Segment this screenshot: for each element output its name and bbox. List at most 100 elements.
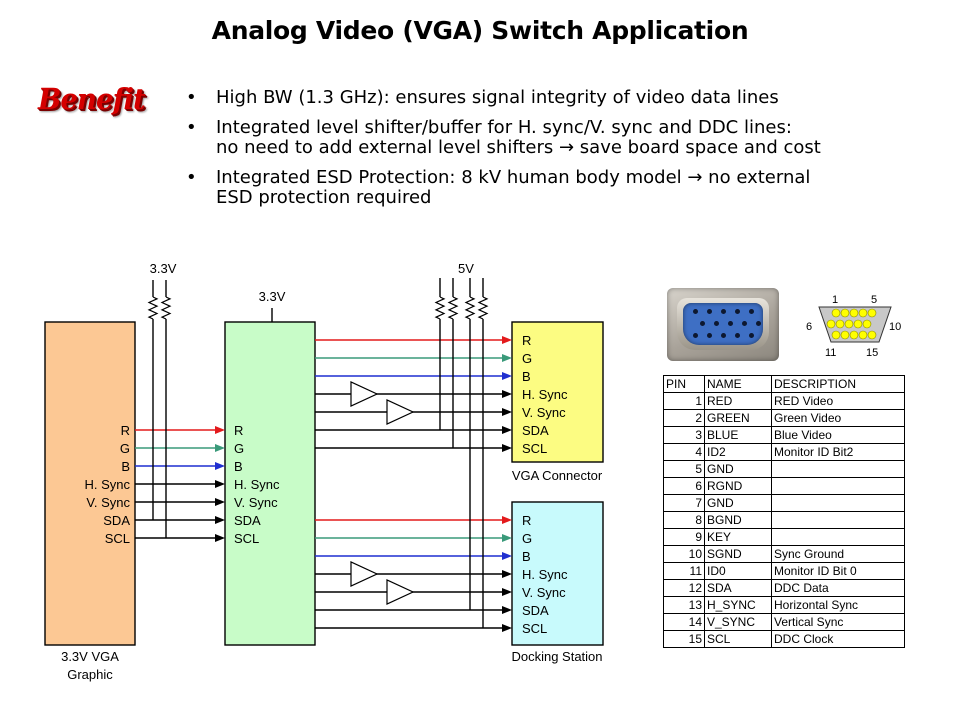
cell-name: GREEN (704, 409, 772, 427)
docking-station-label: Docking Station (511, 649, 602, 664)
connector-hole (707, 333, 712, 338)
cell-pin: 4 (663, 443, 705, 461)
cell-pin: 11 (663, 562, 705, 580)
bullet-text: Integrated ESD Protection: 8 kV human bo… (216, 167, 811, 188)
arrowhead-icon (215, 480, 225, 488)
cell-name: ID0 (704, 562, 772, 580)
benefit-list: • High BW (1.3 GHz): ensures signal inte… (186, 88, 946, 218)
cell-pin: 14 (663, 613, 705, 631)
cell-description (771, 494, 905, 512)
pin-label-11: 11 (825, 347, 836, 359)
resistor-icon (447, 296, 459, 320)
graphic-box-label: Graphic (67, 667, 113, 682)
graphic-signal-label: H. Sync (84, 477, 130, 492)
connector-pin (840, 330, 850, 340)
cell-description: DDC Data (771, 579, 905, 597)
vga-connector-box (511, 321, 604, 463)
buffer-triangle-icon (350, 561, 379, 587)
connector-pin (862, 319, 872, 329)
arrowhead-icon (502, 390, 512, 398)
dock-signal-label: SCL (522, 621, 547, 636)
switch-input-label: G (234, 441, 244, 456)
cell-name: BGND (704, 511, 772, 529)
connector-pin (858, 330, 868, 340)
switch-input-label: V. Sync (234, 495, 278, 510)
dock-signal-label: R (522, 513, 531, 528)
dock-signal-label: V. Sync (522, 585, 566, 600)
cell-name: V_SYNC (704, 613, 772, 631)
connector-hole (707, 309, 712, 314)
cell-name: ID2 (704, 443, 772, 461)
connector-hole (735, 333, 740, 338)
graphic-signal-label: SCL (105, 531, 130, 546)
switch-input-label: H. Sync (234, 477, 280, 492)
cell-name: RGND (704, 477, 772, 495)
arrowhead-icon (215, 498, 225, 506)
connector-hole (728, 321, 733, 326)
cell-name: SGND (704, 545, 772, 563)
buffer-triangle-icon (386, 399, 415, 425)
arrowhead-icon (215, 516, 225, 524)
cell-pin: 3 (663, 426, 705, 444)
bullet-item: • High BW (1.3 GHz): ensures signal inte… (186, 88, 946, 108)
bullet-text: Integrated level shifter/buffer for H. s… (216, 117, 792, 138)
switch-input-label: B (234, 459, 243, 474)
cell-pin: 10 (663, 545, 705, 563)
column-header-description: DESCRIPTION (771, 375, 905, 393)
connector-shell (677, 298, 769, 350)
connector-pins (826, 308, 877, 340)
switch-input-label: R (234, 423, 243, 438)
cell-description (771, 460, 905, 478)
graphic-box-label: 3.3V VGA (61, 649, 119, 664)
vga-signal-label: B (522, 369, 531, 384)
arrowhead-icon (502, 588, 512, 596)
graphic-signal-label: V. Sync (86, 495, 130, 510)
graphic-signal-label: SDA (103, 513, 130, 528)
column-header-name: NAME (704, 375, 772, 393)
bullet-icon: • (186, 167, 197, 188)
resistor-icon (160, 296, 172, 320)
cell-description: Sync Ground (771, 545, 905, 563)
cell-description: RED Video (771, 392, 905, 410)
cell-name: SDA (704, 579, 772, 597)
arrowhead-icon (502, 516, 512, 524)
vga-signal-label: H. Sync (522, 387, 568, 402)
connector-hole (700, 321, 705, 326)
connector-hole (756, 321, 761, 326)
buffer-triangle-icon (350, 381, 379, 407)
vga-connector-label: VGA Connector (512, 468, 603, 483)
resistor-icon (434, 296, 446, 320)
dock-signal-label: SDA (522, 603, 549, 618)
arrowhead-icon (502, 408, 512, 416)
docking-station-box (511, 501, 604, 646)
arrowhead-icon (502, 444, 512, 452)
bullet-item: • Integrated ESD Protection: 8 kV human … (186, 168, 946, 208)
connector-pin (867, 330, 877, 340)
graphic-controller-box (44, 321, 136, 646)
arrowhead-icon (502, 624, 512, 632)
dock-signal-label: B (522, 549, 531, 564)
connector-hole (721, 333, 726, 338)
connector-pin (867, 308, 877, 318)
connector-hole (749, 333, 754, 338)
cell-description: Horizontal Sync (771, 596, 905, 614)
cell-description: Monitor ID Bit2 (771, 443, 905, 461)
cell-description: DDC Clock (771, 630, 905, 648)
cell-pin: 1 (663, 392, 705, 410)
pin-label-15: 15 (866, 347, 878, 359)
connector-pin (849, 330, 859, 340)
arrowhead-icon (502, 426, 512, 434)
vga-pinout-drawing: 1 5 6 10 11 15 (806, 294, 901, 359)
bullet-icon: • (186, 117, 197, 138)
cell-name: GND (704, 460, 772, 478)
cell-name: KEY (704, 528, 772, 546)
vga-signal-label: G (522, 351, 532, 366)
pin-label-10: 10 (889, 321, 901, 333)
